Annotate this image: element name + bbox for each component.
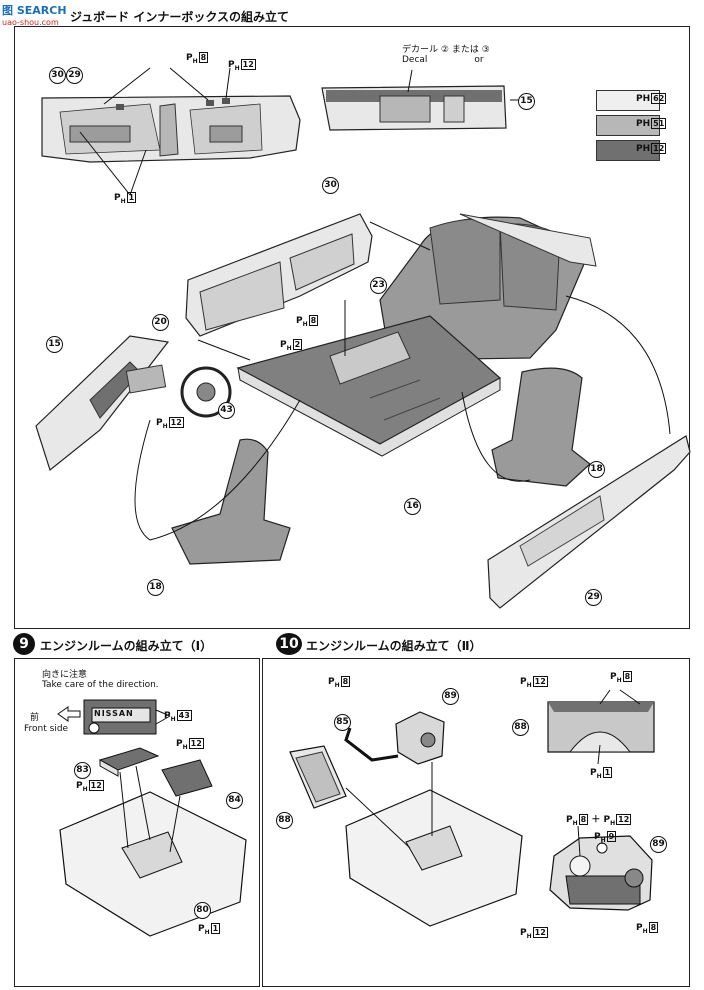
part-84: 84	[226, 792, 243, 809]
part-23: 23	[370, 277, 387, 294]
step-10-frame	[262, 658, 690, 987]
front-side-jp: 前	[30, 713, 40, 723]
step-10-title: エンジンルームの組み立て（Ⅱ）	[306, 639, 482, 653]
part-20: 20	[152, 314, 169, 331]
part-15-top: 15	[518, 93, 535, 110]
part-88: 88	[276, 812, 293, 829]
part-30: 30	[49, 67, 66, 84]
part-29: 29	[66, 67, 83, 84]
interior-step-title: ジュボード インナーボックスの組み立て	[70, 10, 289, 24]
part-16: 16	[404, 498, 421, 515]
part-15-left: 15	[46, 336, 63, 353]
part-80: 80	[194, 902, 211, 919]
step-9-title: エンジンルームの組み立て（Ⅰ）	[40, 639, 213, 653]
part-83: 83	[74, 762, 91, 779]
legend-swatch-dark	[596, 140, 660, 161]
step-9-note-jp: 向きに注意	[42, 670, 88, 680]
step-9-note-en: Take care of the direction.	[42, 680, 159, 690]
part-30-mid: 30	[322, 177, 339, 194]
interior-assembly-drawing	[35, 67, 691, 609]
watermark-logo: 图 SEARCH	[2, 4, 67, 17]
part-89: 89	[442, 688, 459, 705]
decal-note-jp: デカール ② または ③	[402, 45, 490, 55]
part-88-detail: 88	[512, 719, 529, 736]
interior-step-frame	[14, 26, 690, 629]
legend-swatch-mid	[596, 115, 660, 136]
part-85: 85	[334, 714, 351, 731]
step-10-number: 10	[276, 633, 302, 655]
part-18-left: 18	[147, 579, 164, 596]
part-89-detail: 89	[650, 836, 667, 853]
part-29-bottom: 29	[585, 589, 602, 606]
decal-note-en: Decal or	[402, 55, 484, 65]
watermark-url: uao-shou.com	[2, 18, 59, 27]
step-9-frame	[14, 658, 260, 987]
legend-swatch-light	[596, 90, 660, 111]
front-side-en: Front side	[24, 724, 69, 734]
nissan-emblem-text: NISSAN	[94, 709, 134, 718]
part-43: 43	[218, 402, 235, 419]
step-9-number: 9	[13, 633, 35, 655]
part-18-right: 18	[588, 461, 605, 478]
